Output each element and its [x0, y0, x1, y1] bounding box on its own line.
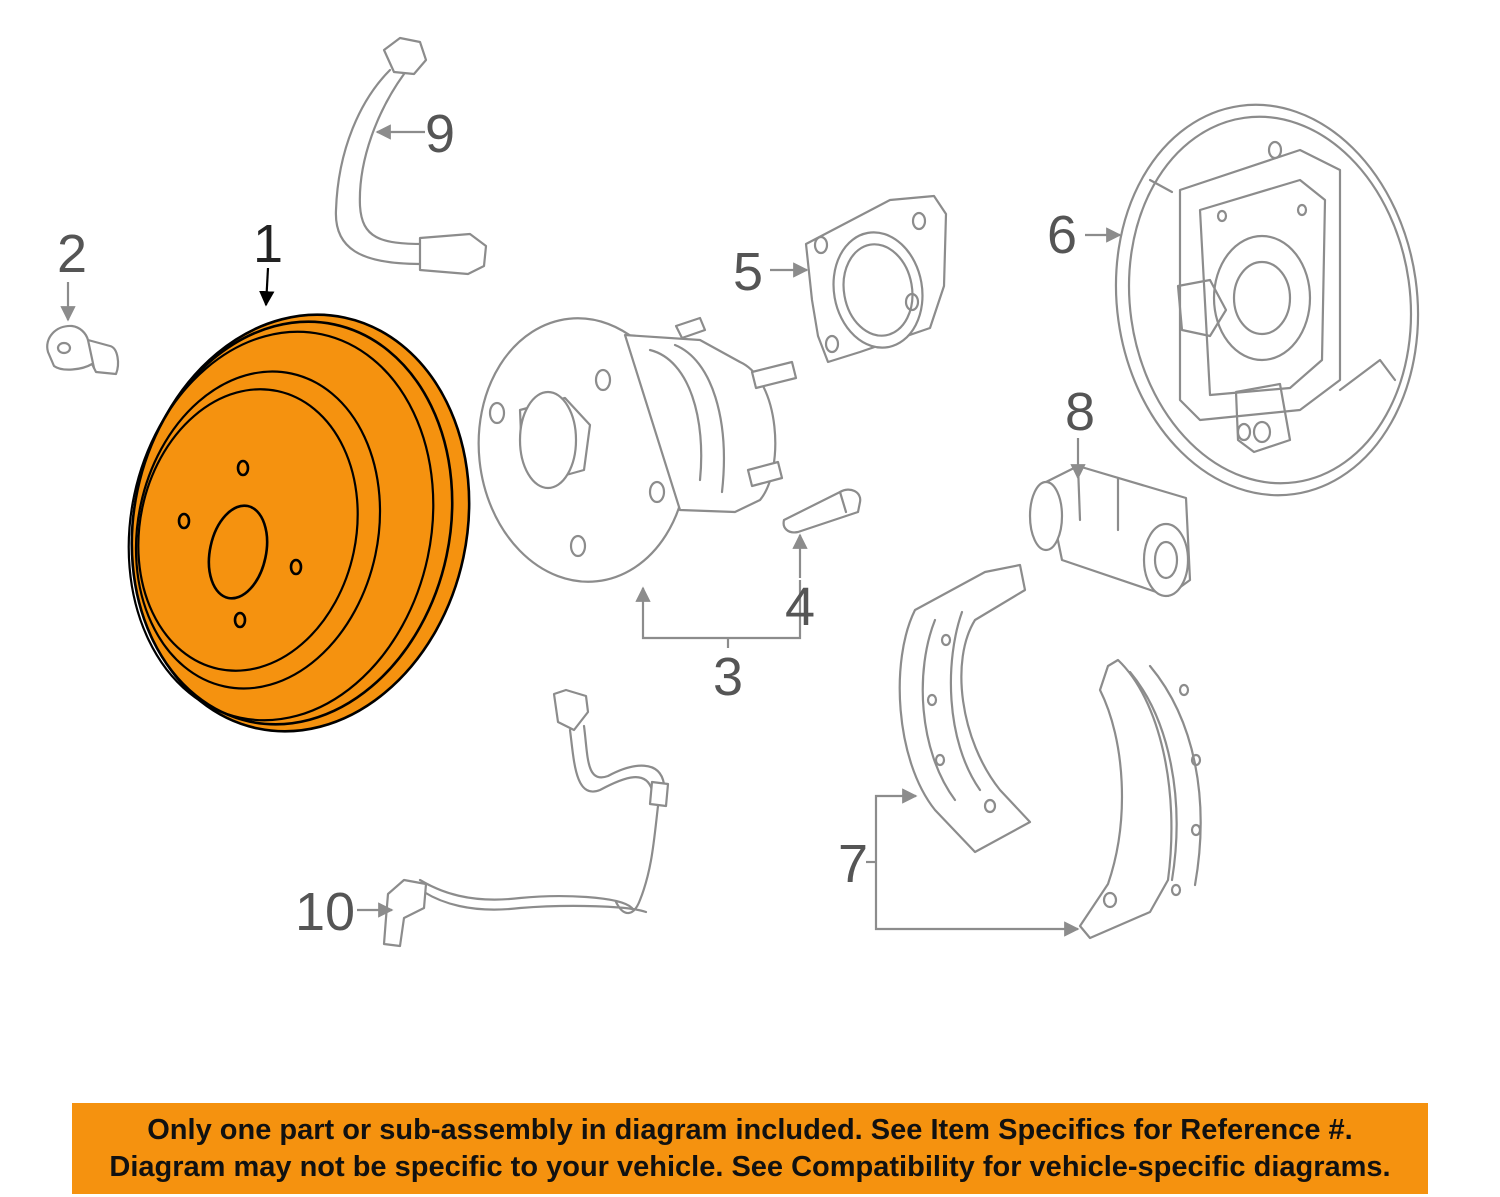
seal-plate-part — [804, 194, 948, 364]
disclaimer-line-1: Only one part or sub-assembly in diagram… — [147, 1114, 1353, 1146]
disclaimer-banner: Only one part or sub-assembly in diagram… — [72, 1103, 1428, 1194]
backing-plate-part — [1114, 103, 1420, 497]
callout-1: 1 — [253, 214, 283, 274]
leader-7-top — [874, 788, 918, 862]
callout-10: 10 — [295, 882, 355, 942]
hub-bearing-part — [477, 316, 798, 583]
callout-7: 7 — [838, 834, 868, 894]
callout-labels: 1 2 3 4 5 6 7 8 9 10 — [57, 104, 1095, 942]
callout-6: 6 — [1047, 205, 1077, 265]
leader-3 — [635, 580, 802, 640]
brake-drum-part — [127, 313, 471, 733]
callout-9: 9 — [425, 104, 455, 164]
wheel-cylinder-part — [1028, 464, 1192, 598]
leader-7-bottom — [874, 862, 1080, 937]
abs-sensor-part — [382, 688, 670, 948]
disclaimer-line-2: Diagram may not be specific to your vehi… — [109, 1151, 1391, 1183]
callout-3: 3 — [713, 647, 743, 707]
callout-4: 4 — [785, 577, 815, 637]
wheel-stud-part — [782, 488, 862, 534]
brake-hose-part — [334, 36, 488, 276]
callout-8: 8 — [1065, 382, 1095, 442]
callout-2: 2 — [57, 224, 87, 284]
brake-shoes-part — [898, 563, 1202, 940]
drum-bolt-part — [46, 324, 120, 376]
callout-5: 5 — [733, 242, 763, 302]
leader-1 — [259, 267, 275, 307]
leader-lines — [60, 124, 1122, 937]
